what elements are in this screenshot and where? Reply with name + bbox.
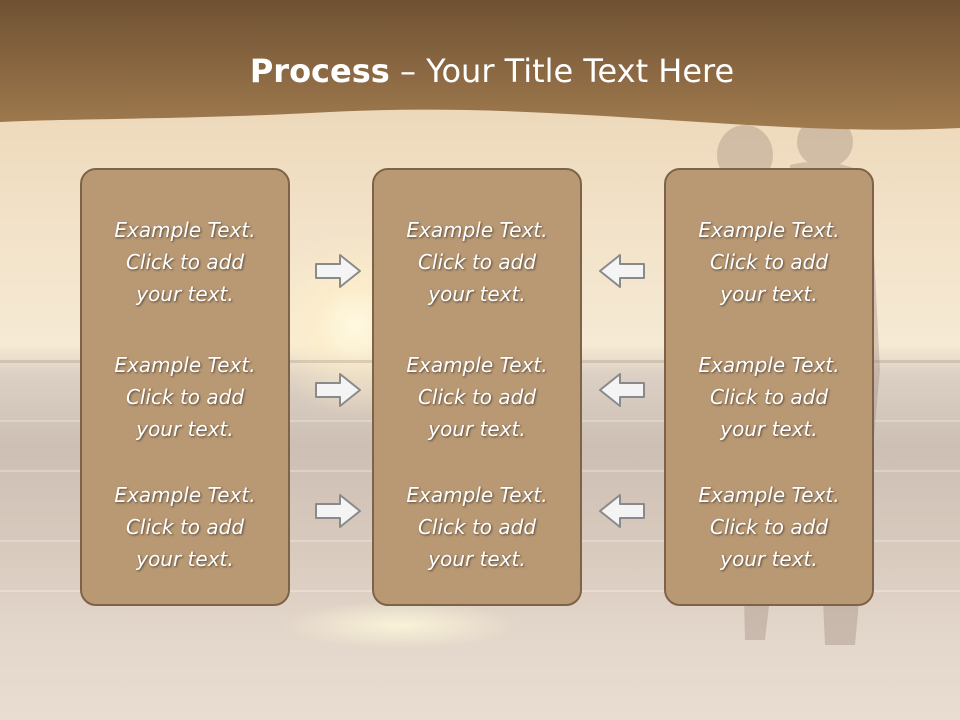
slide-title[interactable]: Process – Your Title Text Here (0, 52, 960, 90)
process-box-right[interactable]: Example Text. Click to add your text. Ex… (664, 168, 874, 606)
title-banner (0, 0, 960, 130)
text-placeholder[interactable]: Example Text. Click to add your text. (698, 218, 840, 306)
text-placeholder[interactable]: Example Text. Click to add your text. (698, 353, 840, 441)
sun-reflection (280, 600, 520, 650)
title-rest: – Your Title Text Here (389, 52, 735, 90)
arrow-left-icon (599, 254, 645, 288)
arrow-left-icon (599, 494, 645, 528)
text-placeholder[interactable]: Example Text. Click to add your text. (698, 483, 840, 571)
arrow-right-icon (315, 494, 361, 528)
process-box-left[interactable]: Example Text. Click to add your text. Ex… (80, 168, 290, 606)
text-placeholder[interactable]: Example Text. Click to add your text. (114, 353, 256, 441)
process-box-center[interactable]: Example Text. Click to add your text. Ex… (372, 168, 582, 606)
title-bold: Process (249, 52, 390, 90)
arrow-right-icon (315, 373, 361, 407)
arrow-right-icon (315, 254, 361, 288)
text-placeholder[interactable]: Example Text. Click to add your text. (114, 218, 256, 306)
text-placeholder[interactable]: Example Text. Click to add your text. (406, 483, 548, 571)
arrow-left-icon (599, 373, 645, 407)
text-placeholder[interactable]: Example Text. Click to add your text. (114, 483, 256, 571)
text-placeholder[interactable]: Example Text. Click to add your text. (406, 218, 548, 306)
text-placeholder[interactable]: Example Text. Click to add your text. (406, 353, 548, 441)
